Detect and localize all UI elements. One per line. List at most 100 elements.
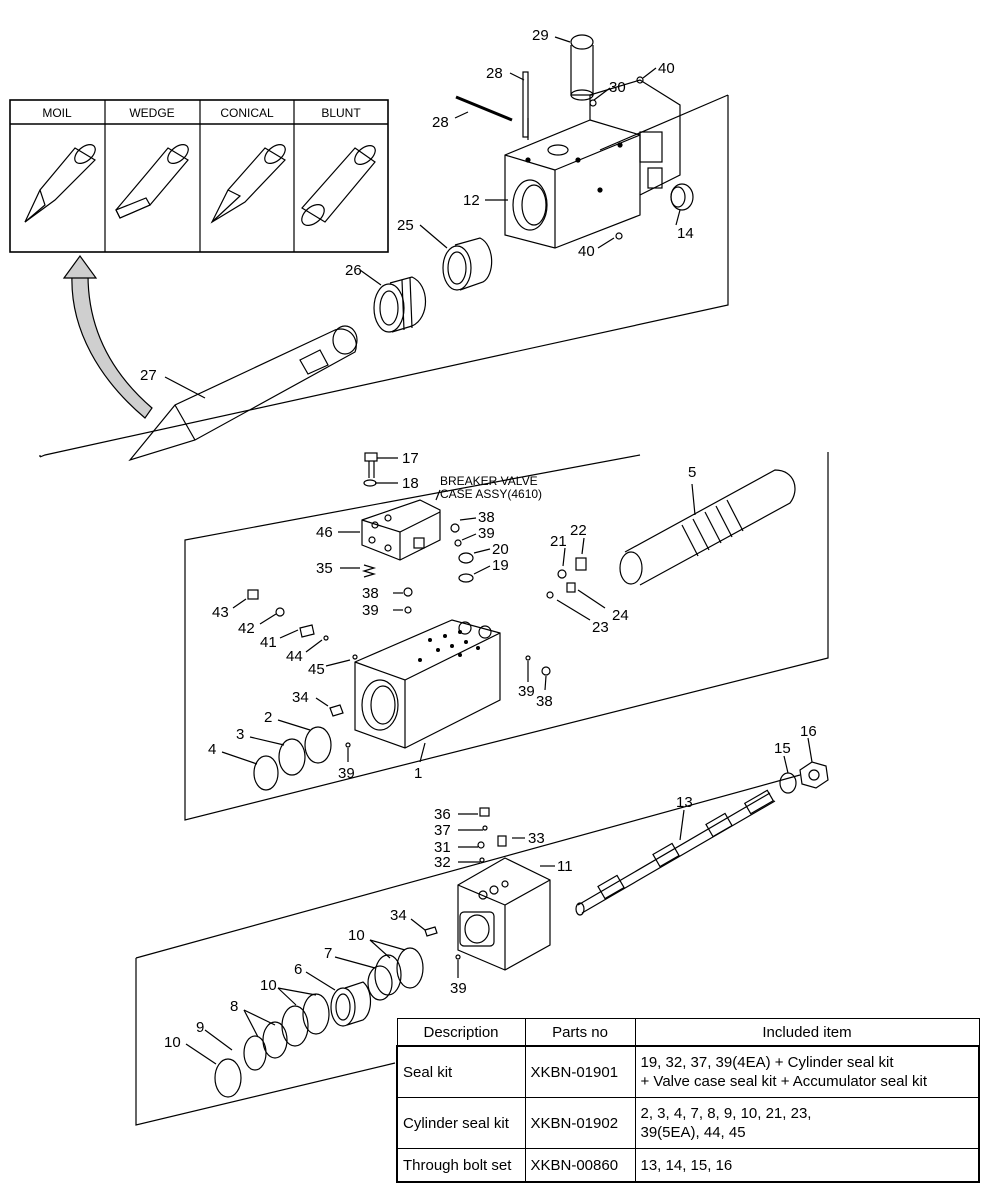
tool-label-blunt: BLUNT (321, 106, 361, 120)
table-row: Cylinder seal kit XKBN-01902 2, 3, 4, 7,… (396, 1097, 980, 1149)
callout-28: 28 (432, 114, 449, 131)
callout-39: 39 (362, 602, 379, 619)
chisel-part-27 (128, 325, 358, 462)
callout-11: 11 (557, 858, 573, 875)
callout-32: 32 (434, 854, 451, 871)
callouts-top: 29 28 28 30 40 12 14 40 25 26 27 (140, 27, 694, 399)
callout-38: 38 (536, 693, 553, 710)
callout-2: 2 (264, 709, 272, 726)
ring-bush-part-25 (442, 237, 493, 291)
plug-part-30-40 (589, 76, 644, 240)
header-parts-no: Parts no (524, 1018, 636, 1047)
callout-41: 41 (260, 634, 277, 651)
small-fittings-lower (424, 807, 507, 960)
callout-29: 29 (532, 27, 549, 44)
breaker-valve-part-46 (361, 499, 441, 561)
pin-part-28 (455, 71, 529, 138)
cell-included-item: 13, 14, 15, 16 (634, 1148, 980, 1183)
callout-9: 9 (196, 1019, 204, 1036)
breaker-valve-note-line1: BREAKER VALVE (440, 474, 538, 488)
callout-10: 10 (260, 977, 277, 994)
callout-14: 14 (677, 225, 694, 242)
callout-43: 43 (212, 604, 229, 621)
header-description: Description (396, 1018, 526, 1047)
cell-parts-no: XKBN-01901 (524, 1045, 636, 1098)
callout-38: 38 (478, 509, 495, 526)
header-included-item: Included item (634, 1018, 980, 1047)
callout-22: 22 (570, 522, 587, 539)
table-row: Through bolt set XKBN-00860 13, 14, 15, … (396, 1148, 980, 1183)
conical-tip-icon (210, 144, 286, 224)
thrust-bush-part-26 (373, 276, 426, 333)
cell-included-item: 2, 3, 4, 7, 8, 9, 10, 21, 23, 39(5EA), 4… (634, 1097, 980, 1149)
tool-types-panel: MOIL WEDGE CONICAL BLUNT (9, 99, 389, 253)
callout-42: 42 (238, 620, 255, 637)
callout-3: 3 (236, 726, 244, 743)
callout-13: 13 (676, 794, 693, 811)
washer-part-15 (779, 772, 797, 794)
included-line: 2, 3, 4, 7, 8, 9, 10, 21, 23, (640, 1105, 812, 1122)
included-line: 39(5EA), 44, 45 (640, 1124, 746, 1141)
bush-part-14 (670, 183, 694, 211)
callout-37: 37 (434, 822, 451, 839)
callout-28: 28 (486, 65, 503, 82)
washer-part-18 (363, 479, 377, 487)
seal-part-4 (253, 755, 279, 791)
callout-23: 23 (592, 619, 609, 636)
callout-1: 1 (414, 765, 422, 782)
callout-30: 30 (609, 79, 626, 96)
upper-frame (39, 94, 729, 458)
callout-34: 34 (390, 907, 407, 924)
callout-46: 46 (316, 524, 333, 541)
front-head-part-12 (504, 79, 681, 249)
seal-part-3 (278, 738, 306, 776)
moil-tip-icon (24, 144, 96, 223)
middle-frame (184, 452, 829, 821)
callout-40: 40 (578, 243, 595, 260)
cell-description: Through bolt set (396, 1148, 526, 1183)
cell-parts-no: XKBN-01902 (524, 1097, 636, 1149)
nut-part-16 (799, 761, 829, 789)
callout-38: 38 (362, 585, 379, 602)
callout-34: 34 (292, 689, 309, 706)
breaker-valve-note-line2: CASE ASSY(4610) (440, 487, 542, 501)
lower-seals (214, 947, 424, 1098)
callout-44: 44 (286, 648, 303, 665)
callout-36: 36 (434, 806, 451, 823)
piston-part-5 (619, 469, 796, 586)
callout-12: 12 (463, 192, 480, 209)
callout-26: 26 (345, 262, 362, 279)
bolt-part-17 (364, 452, 378, 478)
callout-4: 4 (208, 741, 216, 758)
cell-description: Cylinder seal kit (396, 1097, 526, 1149)
callout-39: 39 (338, 765, 355, 782)
tool-label-moil: MOIL (42, 106, 72, 120)
callout-39: 39 (518, 683, 535, 700)
callout-10: 10 (348, 927, 365, 944)
seal-kit-table: Description Parts no Included item Seal … (396, 1018, 980, 1183)
included-line: 13, 14, 15, 16 (640, 1156, 733, 1174)
callout-19: 19 (492, 557, 509, 574)
cell-parts-no: XKBN-00860 (524, 1148, 636, 1183)
tool-option-arrow-icon (62, 254, 153, 419)
callout-45: 45 (308, 661, 325, 678)
seal-part-2 (304, 726, 332, 764)
table-header-row: Description Parts no Included item (396, 1018, 980, 1047)
callout-10: 10 (164, 1034, 181, 1051)
tool-label-wedge: WEDGE (129, 106, 174, 120)
callout-33: 33 (528, 830, 545, 847)
callout-5: 5 (688, 464, 696, 481)
callout-6: 6 (294, 961, 302, 978)
callout-7: 7 (324, 945, 332, 962)
tool-label-conical: CONICAL (220, 106, 274, 120)
callout-18: 18 (402, 475, 419, 492)
callout-40: 40 (658, 60, 675, 77)
callout-27: 27 (140, 367, 157, 384)
cylinder-part-1 (354, 619, 501, 749)
callout-8: 8 (230, 998, 238, 1015)
callout-15: 15 (774, 740, 791, 757)
callouts-lower: 15 16 13 36 37 33 31 32 11 34 10 7 6 10 … (164, 723, 817, 1065)
callout-35: 35 (316, 560, 333, 577)
